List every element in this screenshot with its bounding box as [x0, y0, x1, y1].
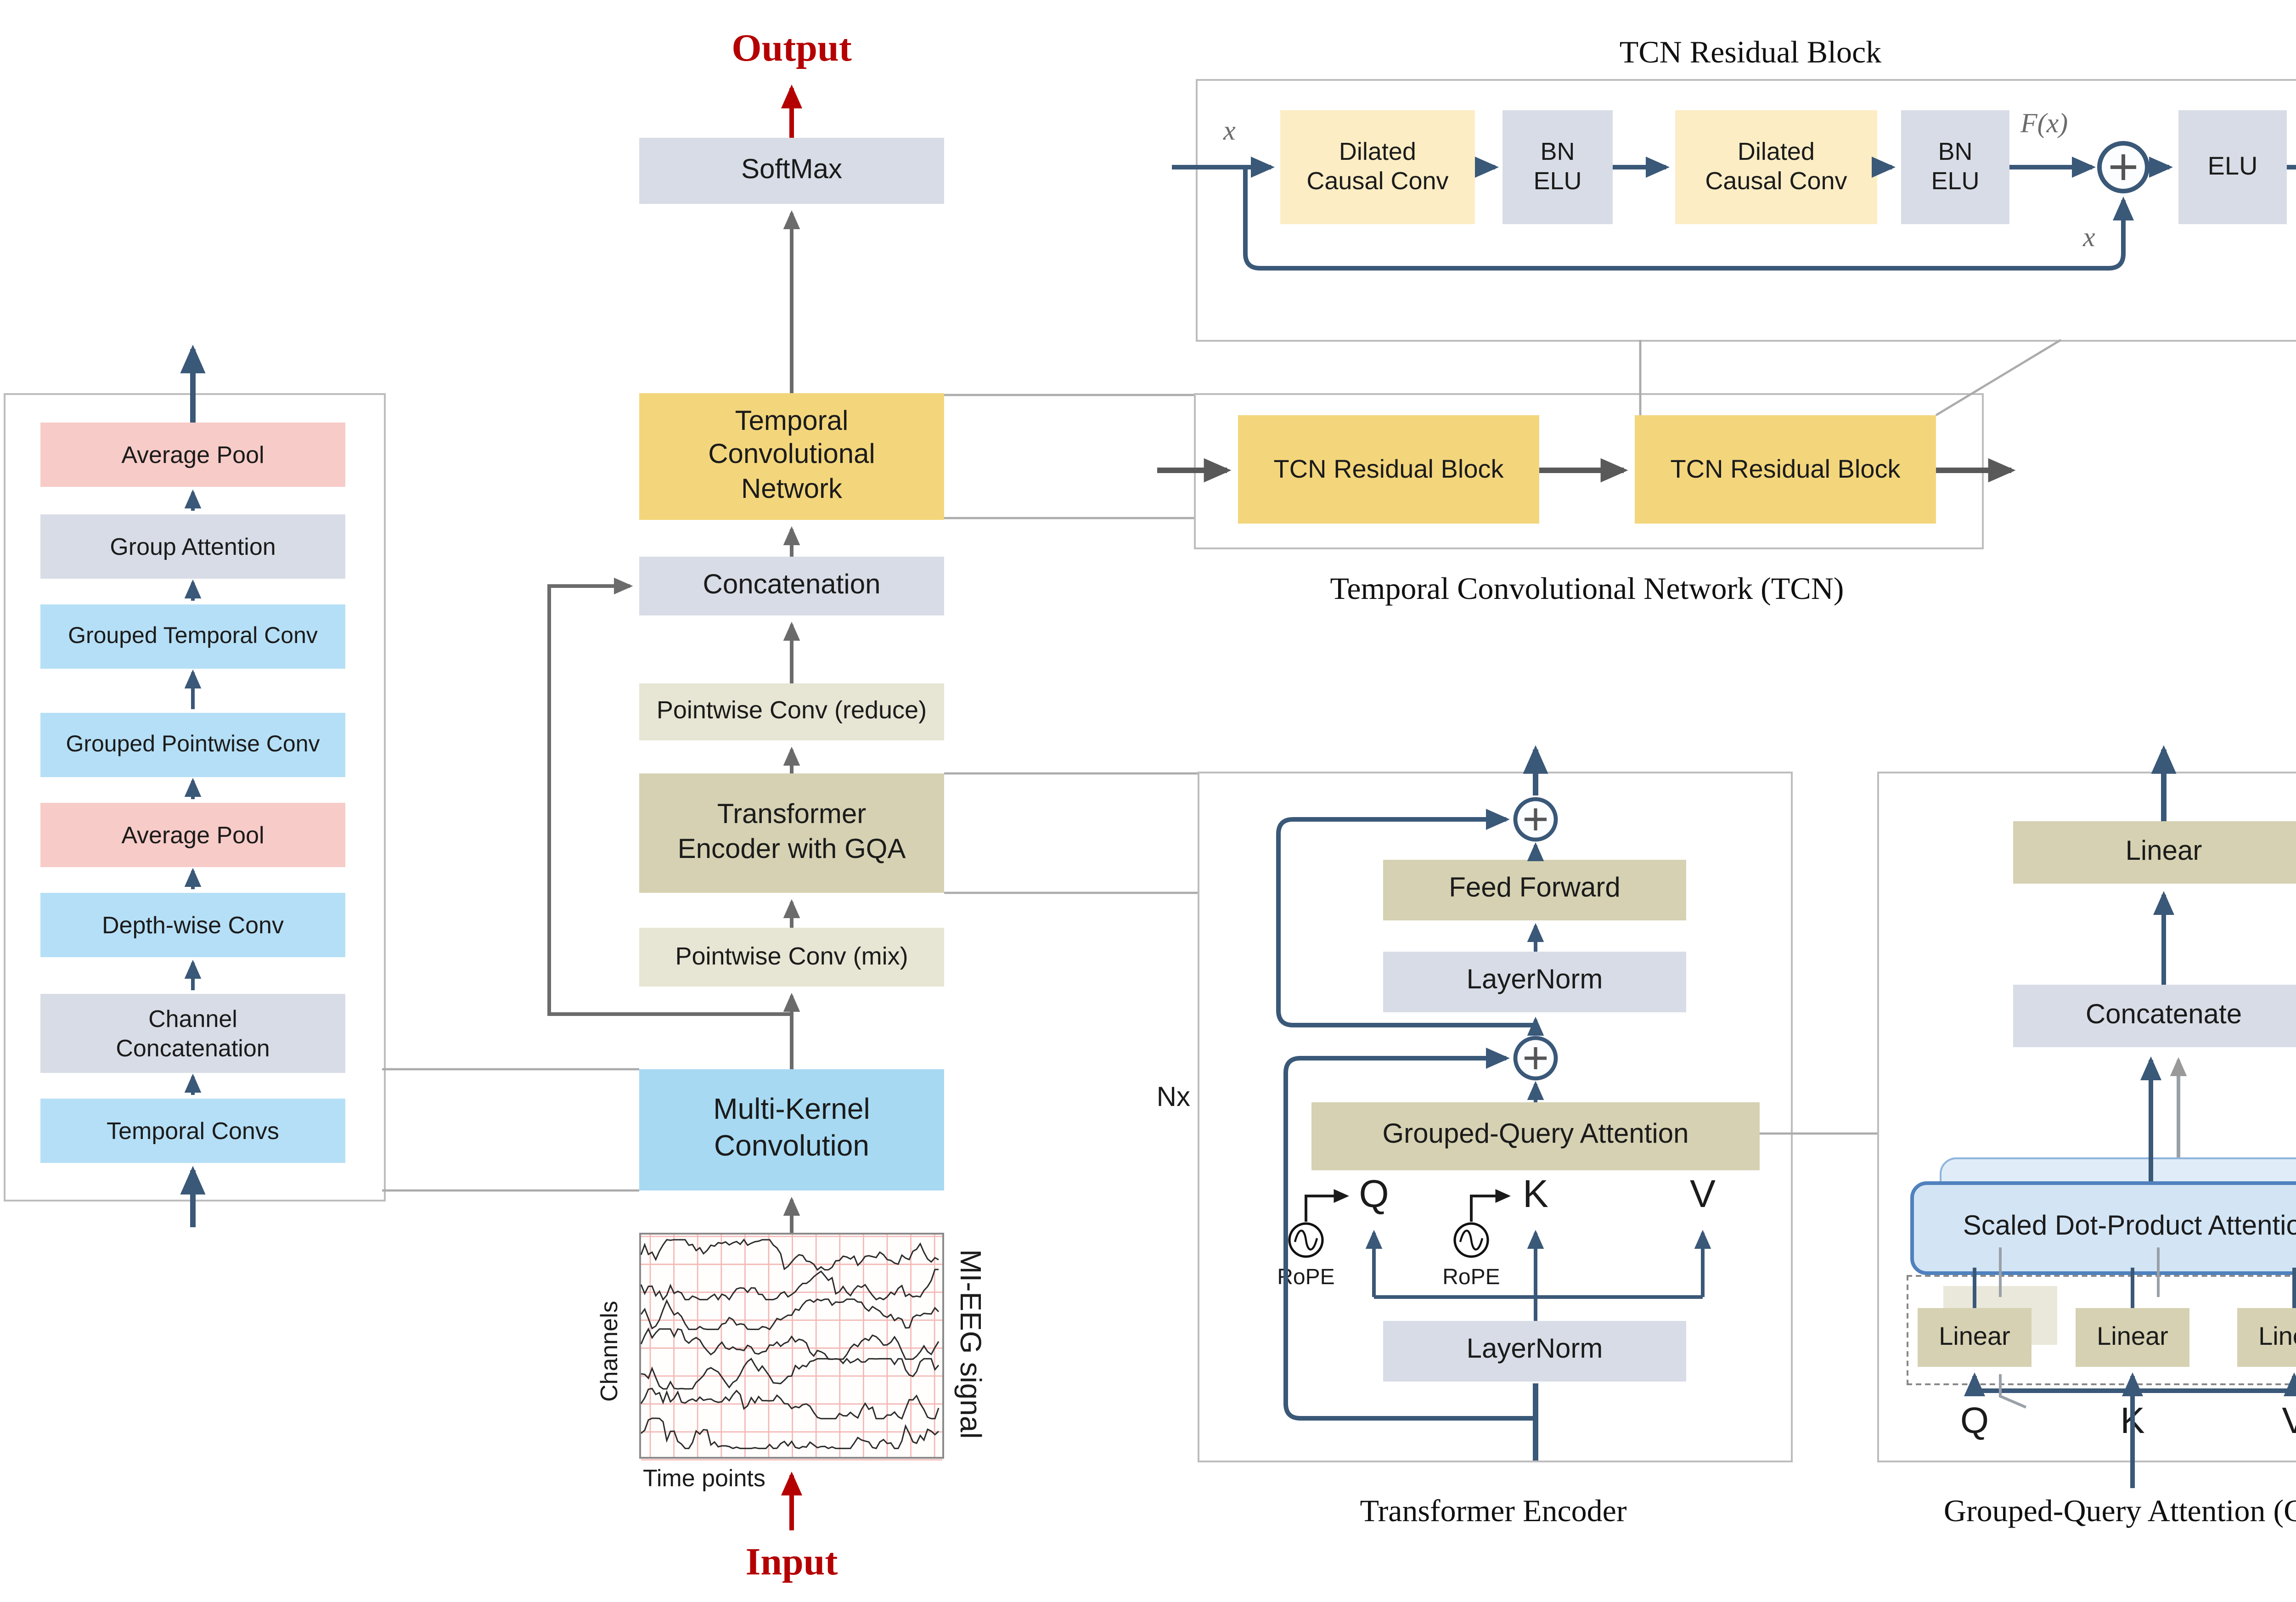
tcn-box: Temporal Convolutional Network	[639, 393, 944, 520]
pointwise-reduce-box: Pointwise Conv (reduce)	[639, 683, 944, 740]
tcn-residual-block-2: TCN Residual Block	[1635, 415, 1936, 524]
tcn-residual-block-1: TCN Residual Block	[1238, 415, 1539, 524]
tcn-x-skip-label: x	[2083, 224, 2095, 254]
channel-concat-box: Channel Concatenation	[40, 994, 345, 1073]
tcn-detail-title: TCN Residual Block	[1619, 35, 1882, 70]
gqa-concatenate-box: Concatenate	[2013, 985, 2296, 1047]
dilated-conv-1-box: Dilated Causal Conv	[1280, 110, 1475, 224]
gqa-linear-v-box: Linear	[2237, 1308, 2296, 1367]
tcn-row-caption: Temporal Convolutional Network (TCN)	[1330, 571, 1844, 606]
bn-elu-2-box: BN ELU	[1901, 110, 2009, 224]
k-label: K	[1522, 1174, 1548, 1217]
avgpool-1-box: Average Pool	[40, 423, 345, 487]
transformer-panel	[1198, 772, 1793, 1462]
timepoints-axis-label: Time points	[643, 1464, 765, 1492]
transformer-gqa-box: Transformer Encoder with GQA	[639, 773, 944, 893]
channels-axis-label: Channels	[595, 1302, 623, 1403]
output-label: Output	[732, 26, 852, 70]
gqa-q-label: Q	[1960, 1401, 1989, 1442]
multi-kernel-box: Multi-Kernel Convolution	[639, 1069, 944, 1190]
layernorm-top-box: LayerNorm	[1383, 952, 1686, 1012]
input-label: Input	[745, 1540, 838, 1584]
bn-elu-1-box: BN ELU	[1503, 110, 1613, 224]
feed-forward-box: Feed Forward	[1383, 860, 1686, 920]
gqa-panel	[1877, 772, 2296, 1462]
grouped-pointwise-conv-box: Grouped Pointwise Conv	[40, 713, 345, 777]
rope-k-label: RoPE	[1442, 1263, 1500, 1289]
gqa-linear-out-box: Linear	[2013, 821, 2296, 884]
concatenation-box: Concatenation	[639, 557, 944, 615]
eeg-waves	[640, 1238, 940, 1450]
depthwise-conv-box: Depth-wise Conv	[40, 893, 345, 957]
rope-q-label: RoPE	[1277, 1263, 1335, 1289]
nx-label: Nx	[1156, 1082, 1190, 1113]
mi-eeg-label: MI-EEG signal	[953, 1250, 985, 1440]
gqa-linear-q-box: Linear	[1918, 1308, 2032, 1367]
eeg-signal-image	[639, 1233, 944, 1461]
gqa-k-label: K	[2120, 1401, 2145, 1442]
gqa-box: Grouped-Query Attention	[1311, 1102, 1760, 1170]
gqa-v-label: V	[2257, 1400, 2296, 1444]
q-label: Q	[1359, 1174, 1389, 1217]
tcn-x-in-label: x	[1223, 118, 1236, 147]
gqa-caption: Grouped-Query Attention (GQA)	[1943, 1494, 2296, 1529]
tcn-fx-label: F(x)	[2020, 110, 2068, 140]
sdpa-stack-front: Scaled Dot-Product Attention	[1910, 1181, 2296, 1275]
avgpool-2-box: Average Pool	[40, 803, 345, 867]
tcn-detail-panel	[1196, 79, 2296, 342]
transformer-caption: Transformer Encoder	[1360, 1494, 1627, 1529]
temporal-convs-box: Temporal Convs	[40, 1099, 345, 1163]
pointwise-mix-box: Pointwise Conv (mix)	[639, 928, 944, 987]
group-dashed-box	[1907, 1275, 2296, 1385]
grouped-temporal-conv-box: Grouped Temporal Conv	[40, 604, 345, 669]
v-label: V	[1689, 1174, 1716, 1217]
softmax-box: SoftMax	[639, 138, 944, 204]
layernorm-bottom-box: LayerNorm	[1383, 1321, 1686, 1382]
gqa-linear-k-box: Linear	[2076, 1308, 2189, 1367]
dilated-conv-2-box: Dilated Causal Conv	[1675, 110, 1877, 224]
group-attention-box: Group Attention	[40, 514, 345, 579]
elu-box: ELU	[2178, 110, 2287, 224]
